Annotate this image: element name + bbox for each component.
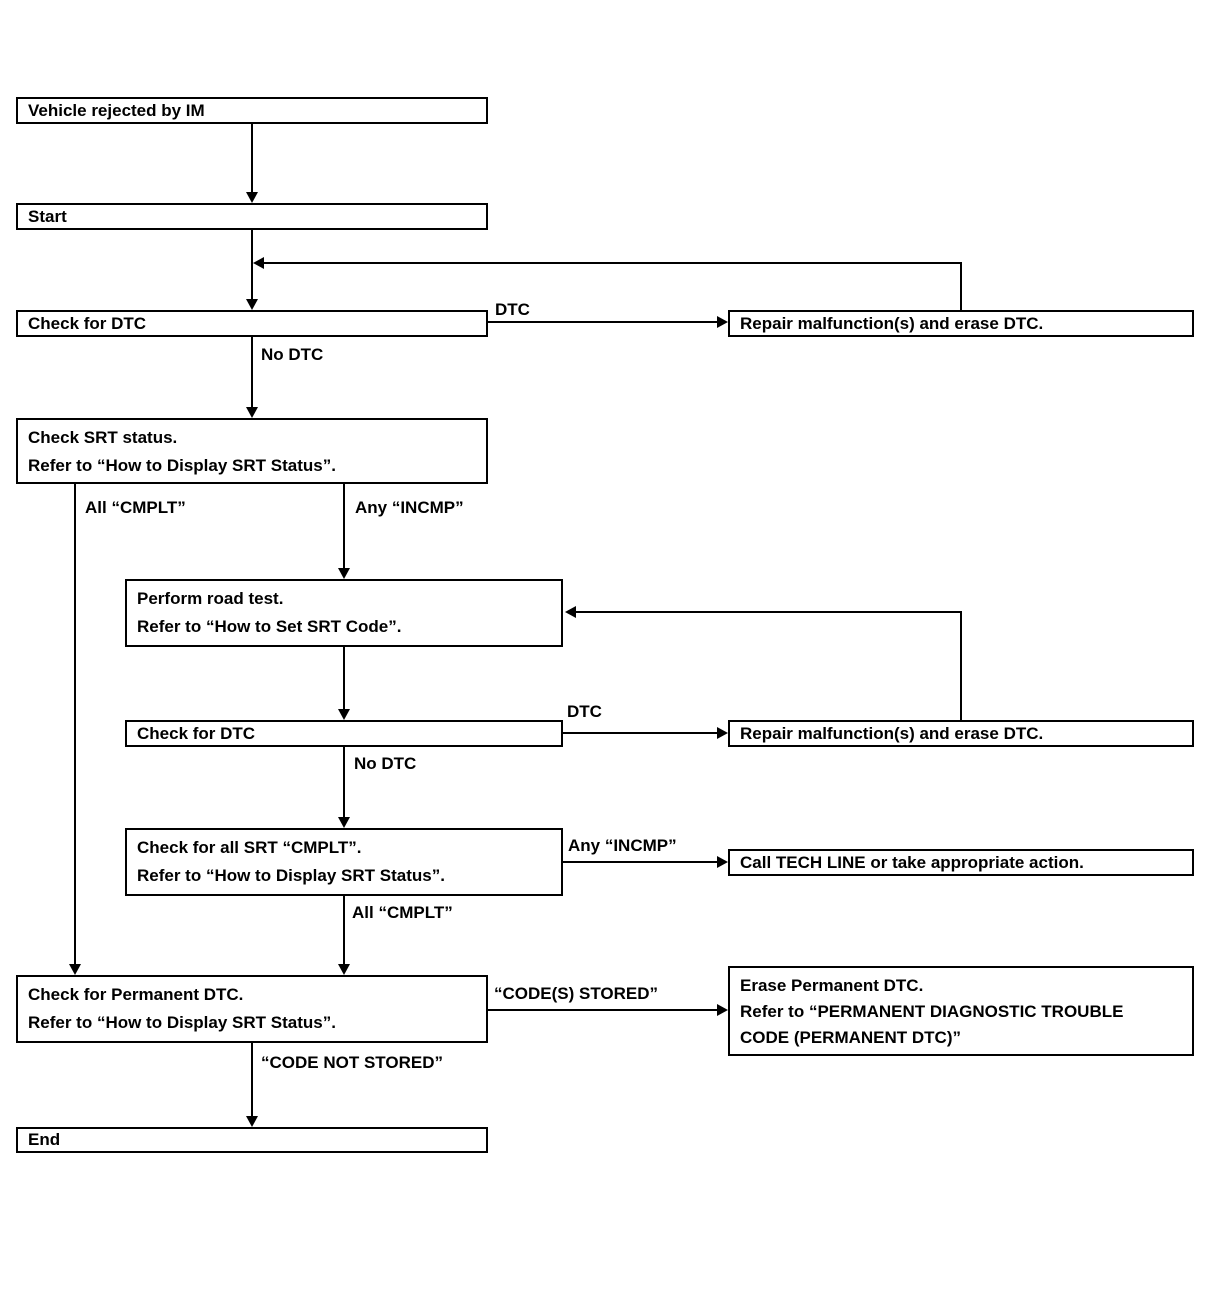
edge-label-code-not-stored: “CODE NOT STORED”	[261, 1053, 443, 1072]
node-call-tech-line: Call TECH LINE or take appropriate actio…	[728, 849, 1194, 876]
node-check-for-dtc-1: Check for DTC	[16, 310, 488, 337]
connector-repair-1-feedback-horizontal	[263, 262, 962, 264]
node-text-line: Refer to “How to Set SRT Code”.	[137, 617, 402, 636]
arrowhead-feedback-2	[565, 606, 576, 618]
arrowhead-into-permanent-dtc-mid	[338, 964, 350, 975]
connector-repair-1-feedback-vertical	[960, 262, 962, 310]
connector-check-dtc-2-to-all-srt	[343, 747, 345, 817]
edge-label-dtc-2: DTC	[567, 702, 602, 721]
edge-label-any-incmp-1: Any “INCMP”	[355, 498, 464, 517]
node-vehicle-rejected-by-im: Vehicle rejected by IM	[16, 97, 488, 124]
arrowhead-into-end	[246, 1116, 258, 1127]
arrowhead-into-all-srt	[338, 817, 350, 828]
edge-label-no-dtc-1: No DTC	[261, 345, 324, 364]
arrowhead-into-start	[246, 192, 258, 203]
edge-label-no-dtc-2: No DTC	[354, 754, 417, 773]
node-text-line: CODE (PERMANENT DTC)”	[740, 1028, 961, 1047]
edge-label-all-cmplt-2: All “CMPLT”	[352, 903, 453, 922]
connector-road-test-to-check-dtc-2	[343, 647, 345, 709]
node-text-line: Refer to “PERMANENT DIAGNOSTIC TROUBLE	[740, 1002, 1124, 1021]
connector-check-dtc-1-to-srt-status	[251, 337, 253, 407]
connector-vehicle-to-start	[251, 124, 253, 194]
node-check-srt-status: Check SRT status. Refer to “How to Displ…	[16, 418, 488, 484]
connector-all-srt-to-permanent-dtc	[343, 896, 345, 964]
arrowhead-into-check-dtc-2	[338, 709, 350, 720]
node-text-line: Refer to “How to Display SRT Status”.	[137, 866, 445, 885]
edge-label-codes-stored: “CODE(S) STORED”	[494, 984, 659, 1003]
arrowhead-into-check-dtc-1	[246, 299, 258, 310]
arrowhead-into-erase-permanent-dtc	[717, 1004, 728, 1016]
node-text-line: Refer to “How to Display SRT Status”.	[28, 456, 336, 475]
connector-permanent-dtc-to-erase	[488, 1009, 717, 1011]
connector-srt-status-to-permanent-dtc	[74, 484, 76, 964]
node-text-line: Check for all SRT “CMPLT”.	[137, 838, 362, 857]
connector-check-dtc-1-to-repair-1	[488, 321, 717, 323]
arrowhead-into-repair-2	[717, 727, 728, 739]
connector-check-dtc-2-to-repair-2	[563, 732, 717, 734]
arrowhead-into-road-test	[338, 568, 350, 579]
edge-label-any-incmp-2: Any “INCMP”	[568, 836, 677, 855]
connector-start-to-check-dtc-1	[251, 230, 253, 302]
edge-label-dtc-1: DTC	[495, 300, 530, 319]
node-check-for-dtc-2: Check for DTC	[125, 720, 563, 747]
connector-repair-2-feedback-vertical	[960, 611, 962, 720]
node-repair-and-erase-dtc-2: Repair malfunction(s) and erase DTC.	[728, 720, 1194, 747]
connector-all-srt-to-tech-line	[563, 861, 717, 863]
edge-label-all-cmplt-1: All “CMPLT”	[85, 498, 186, 517]
node-text-line: Check SRT status.	[28, 428, 178, 447]
connector-repair-2-feedback-horizontal	[576, 611, 962, 613]
connector-permanent-dtc-to-end	[251, 1043, 253, 1116]
arrowhead-into-repair-1	[717, 316, 728, 328]
arrowhead-into-srt-status	[246, 407, 258, 418]
node-erase-permanent-dtc: Erase Permanent DTC. Refer to “PERMANENT…	[728, 966, 1194, 1056]
node-text-line: Erase Permanent DTC.	[740, 976, 924, 995]
node-end: End	[16, 1127, 488, 1153]
node-start: Start	[16, 203, 488, 230]
node-check-permanent-dtc: Check for Permanent DTC. Refer to “How t…	[16, 975, 488, 1043]
node-text-line: Refer to “How to Display SRT Status”.	[28, 1013, 336, 1032]
node-check-all-srt-cmplt: Check for all SRT “CMPLT”. Refer to “How…	[125, 828, 563, 896]
node-perform-road-test: Perform road test. Refer to “How to Set …	[125, 579, 563, 647]
node-text-line: Perform road test.	[137, 589, 284, 608]
node-repair-and-erase-dtc-1: Repair malfunction(s) and erase DTC.	[728, 310, 1194, 337]
connector-srt-status-to-road-test	[343, 484, 345, 568]
arrowhead-into-tech-line	[717, 856, 728, 868]
arrowhead-into-permanent-dtc-left	[69, 964, 81, 975]
arrowhead-feedback-1	[253, 257, 264, 269]
node-text-line: Check for Permanent DTC.	[28, 985, 244, 1004]
